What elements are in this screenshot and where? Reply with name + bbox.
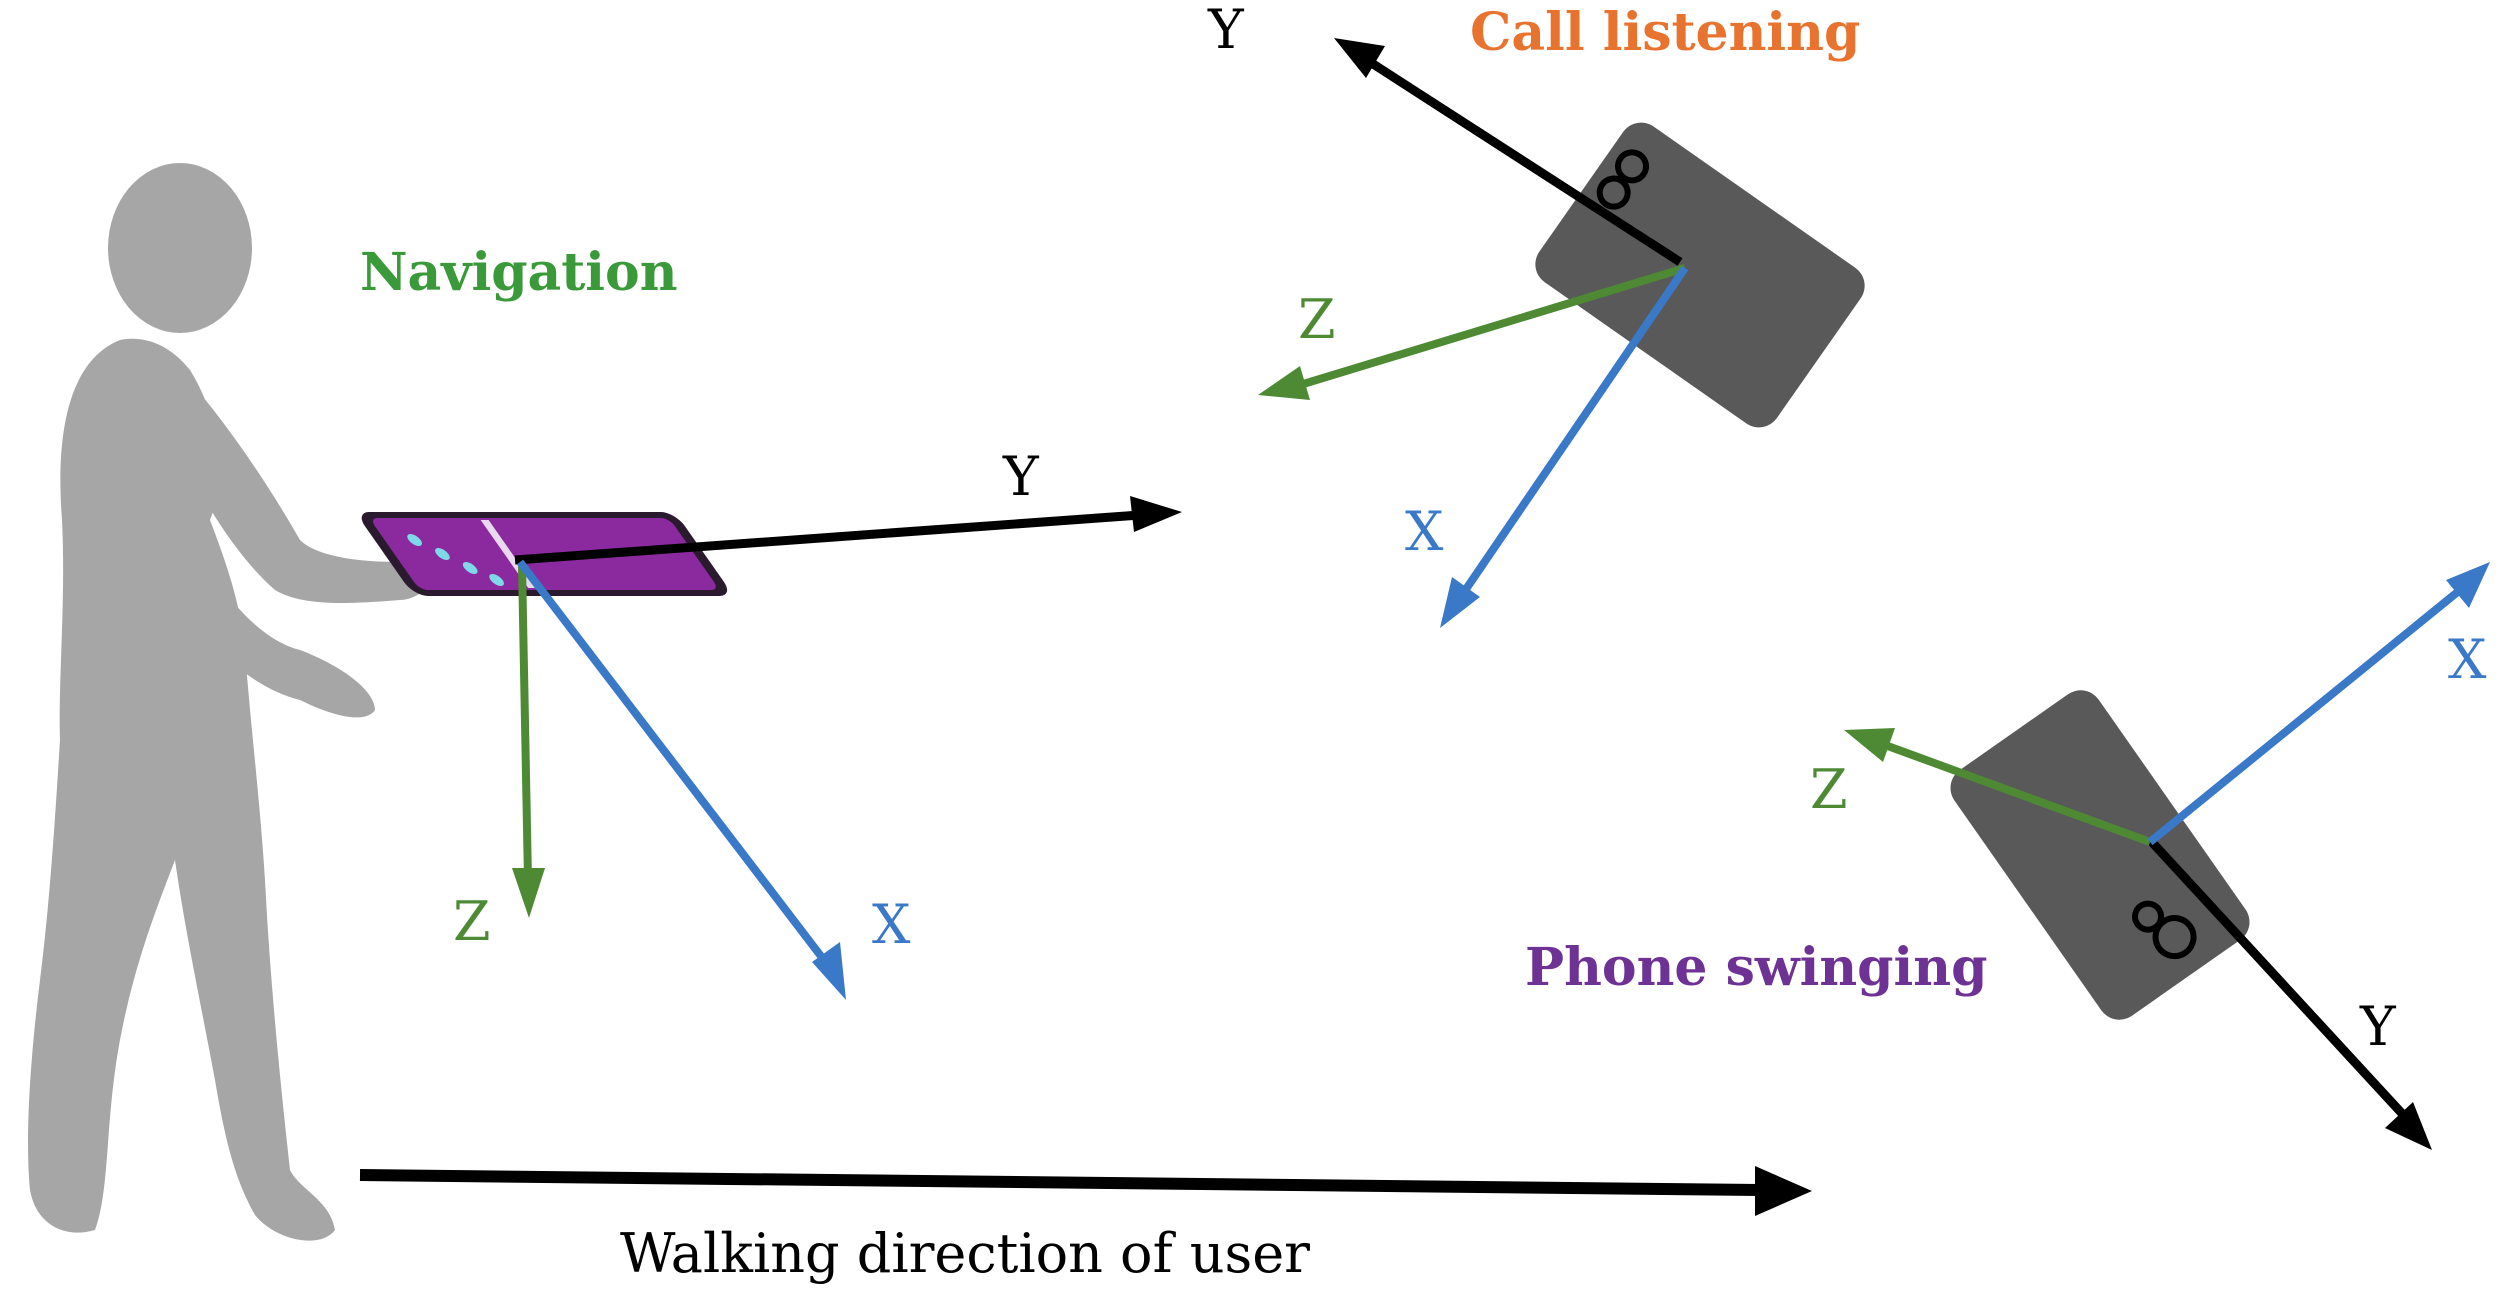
phone-swinging-axes: Y Z X <box>1810 562 2490 1150</box>
swing-x-axis <box>2147 586 2463 846</box>
phone-camera-icon <box>2132 900 2197 960</box>
navigation-z-label: Z <box>453 890 491 953</box>
navigation-y-label: Y <box>1002 445 1040 508</box>
call-y-axis <box>1367 58 1683 266</box>
phone-swinging-phone <box>1950 690 2250 1020</box>
navigation-y-arrowhead <box>1130 496 1182 532</box>
call-z-label: Z <box>1298 288 1336 351</box>
phone-camera-icon <box>1596 149 1650 210</box>
call-z-axis <box>1298 264 1687 389</box>
swing-z-arrowhead <box>1844 728 1895 762</box>
walking-direction-arrowhead <box>1755 1166 1812 1216</box>
smartphone-icon <box>1950 690 2250 1020</box>
swing-z-axis <box>1883 741 2152 846</box>
swing-z-label: Z <box>1810 758 1848 821</box>
user-silhouette-icon <box>28 163 433 1241</box>
navigation-axes: Y Z X <box>453 445 1182 1000</box>
swing-y-arrowhead <box>2385 1102 2432 1150</box>
navigation-x-axis <box>516 559 834 971</box>
swing-x-label: X <box>2448 628 2487 691</box>
swing-y-axis <box>2146 836 2412 1124</box>
navigation-mode-label: Navigation <box>360 242 678 303</box>
navigation-z-axis <box>518 564 532 881</box>
navigation-y-axis <box>514 510 1141 565</box>
call-listening-phone <box>1535 122 1865 428</box>
call-x-label: X <box>1405 500 1444 563</box>
navigation-x-arrowhead <box>812 942 846 1000</box>
swing-y-label: Y <box>2359 995 2397 1058</box>
call-listening-axes: Y Z X <box>1207 0 1689 628</box>
walking-direction-caption: Walking direction of user <box>620 1222 1310 1285</box>
call-y-label: Y <box>1207 0 1245 61</box>
swing-x-arrowhead <box>2446 562 2490 608</box>
navigation-x-label: X <box>872 893 911 956</box>
navigation-z-arrowhead <box>512 868 545 918</box>
call-y-arrowhead <box>1334 38 1385 78</box>
call-x-axis <box>1458 265 1689 598</box>
phone-swinging-mode-label: Phone swinging <box>1525 937 1987 998</box>
walking-direction: Walking direction of user <box>359 1166 1812 1285</box>
call-listening-mode-label: Call listening <box>1470 2 1860 63</box>
call-z-arrowhead <box>1258 366 1310 400</box>
walking-direction-arrow <box>359 1169 1761 1196</box>
smartphone-icon <box>1535 122 1865 428</box>
call-x-arrowhead <box>1440 577 1480 628</box>
